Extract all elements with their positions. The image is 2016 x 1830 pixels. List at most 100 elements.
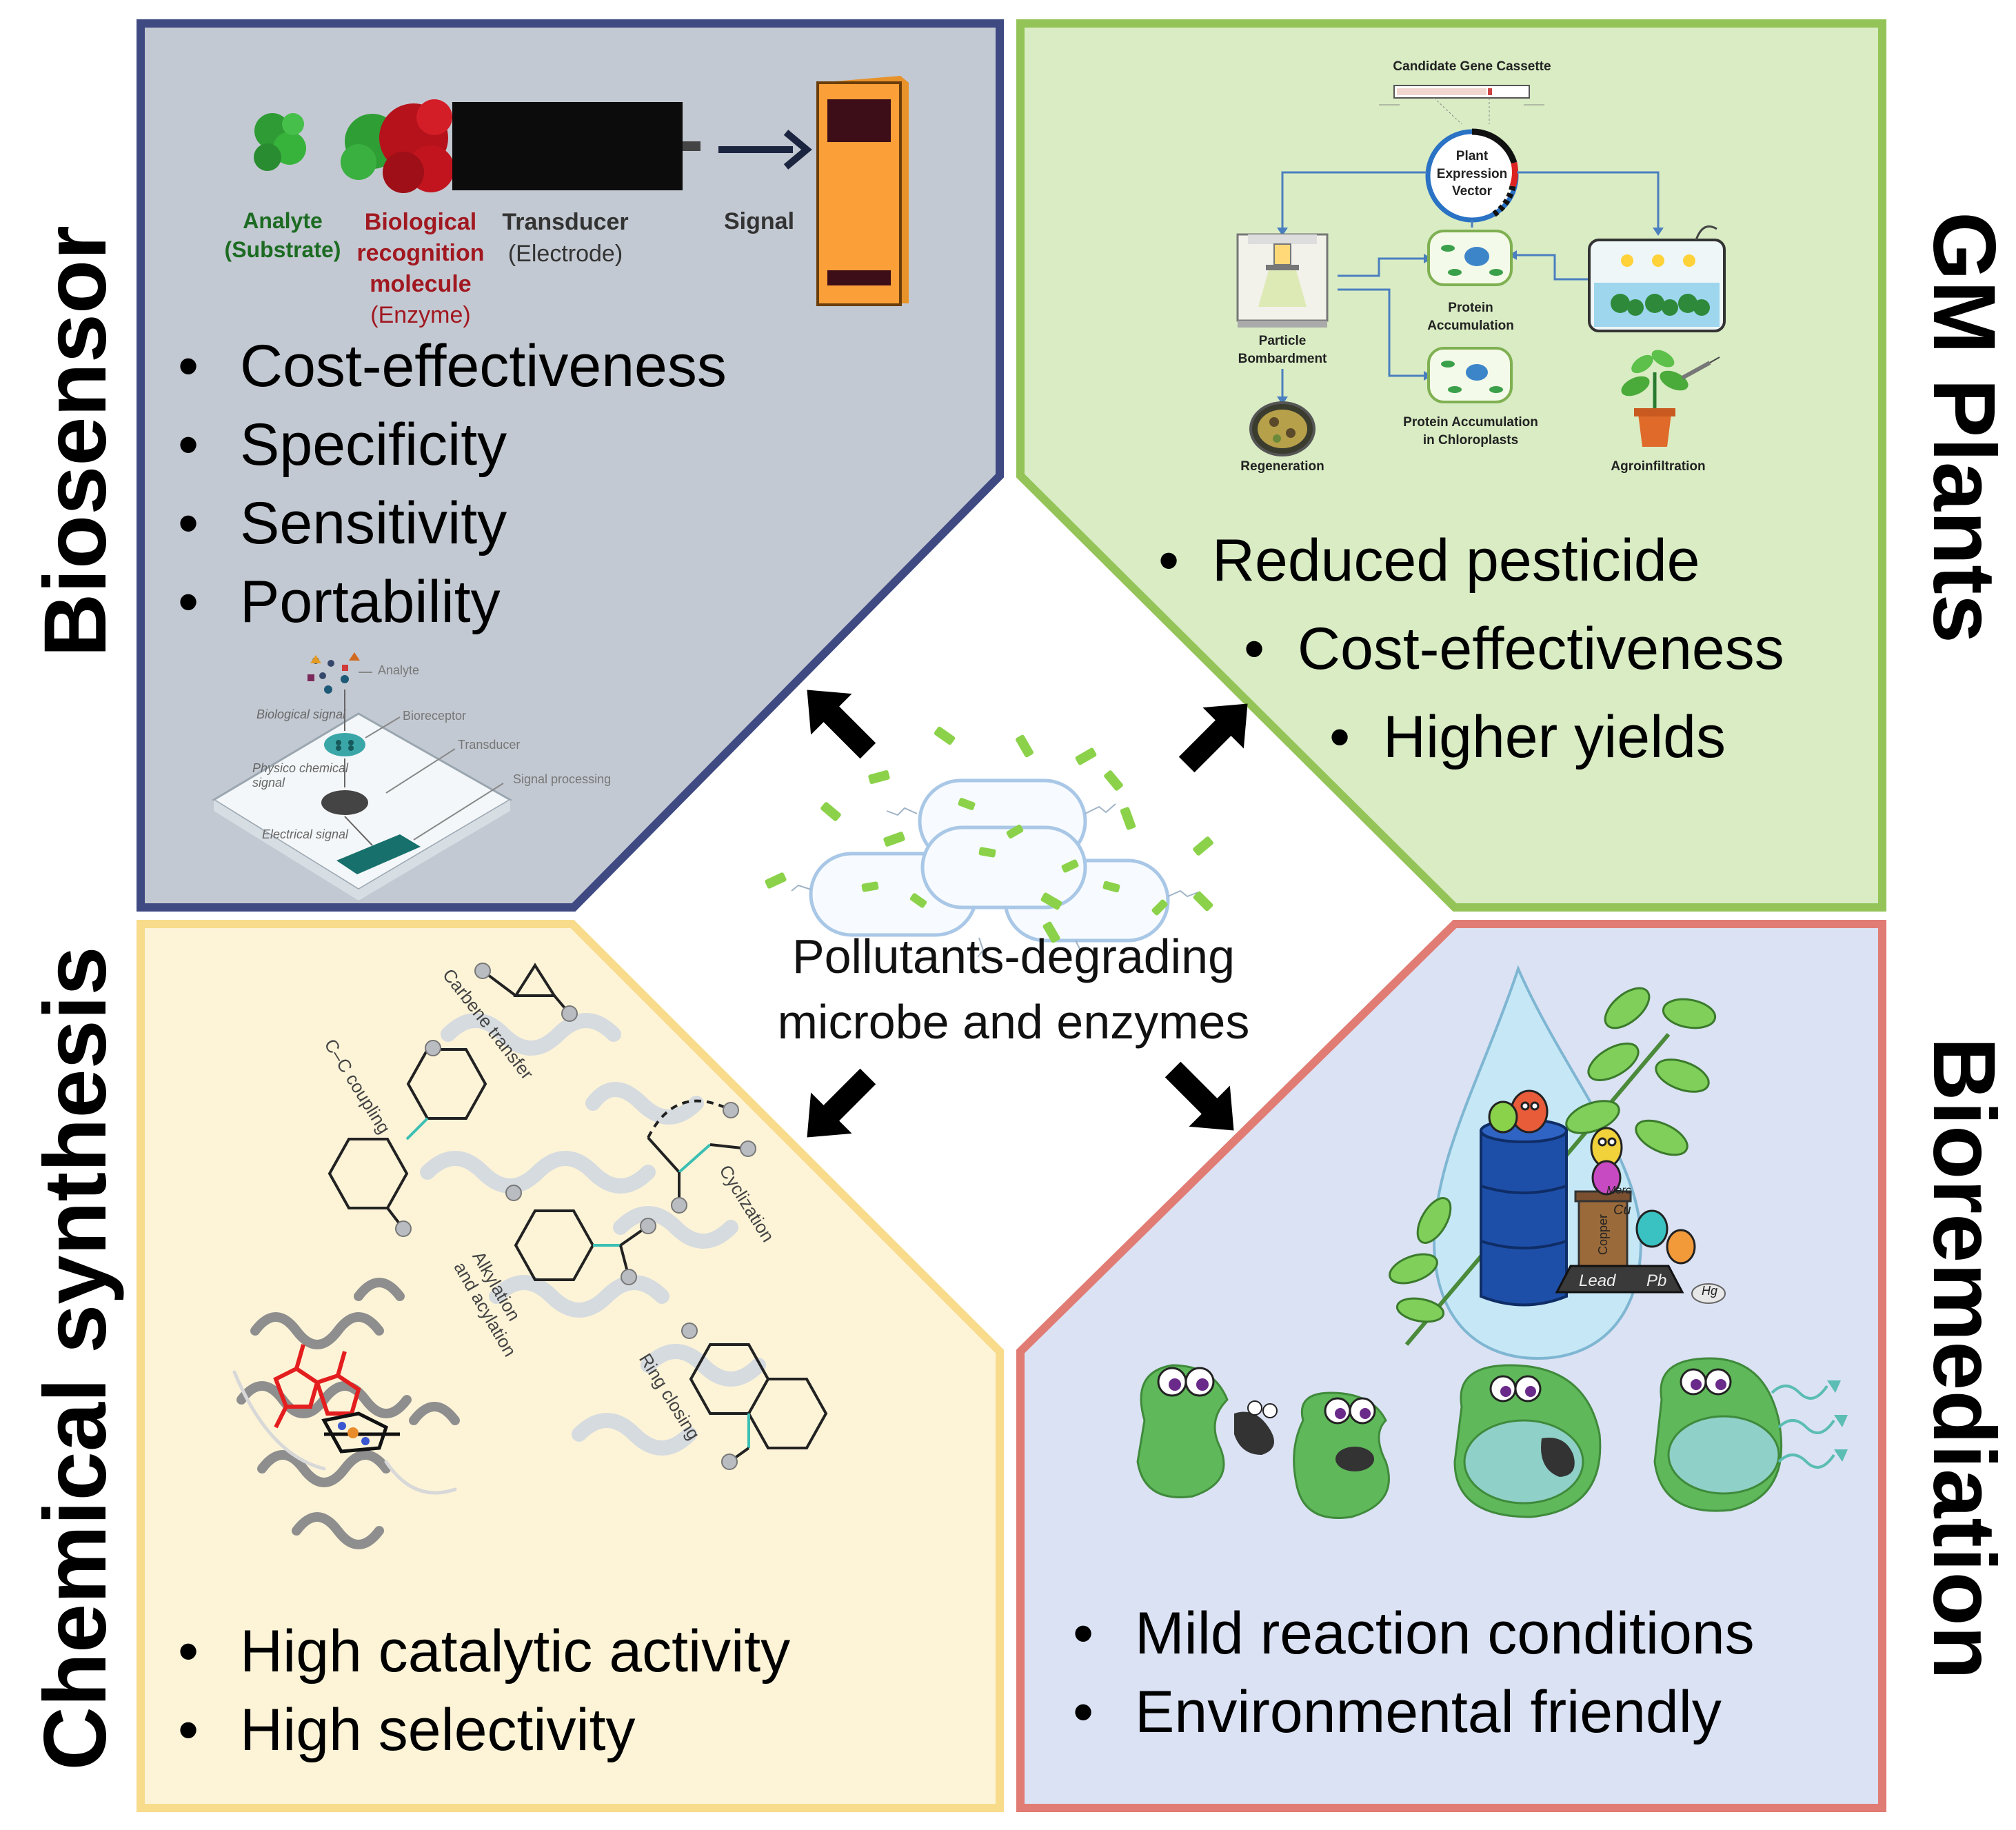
diagram-signal-processing: Signal processing	[513, 772, 612, 786]
chloro-text-2: in Chloroplasts	[1422, 432, 1519, 448]
metal-label-lead: Lead	[1579, 1271, 1616, 1290]
arrow-to-chemical-synthesis	[807, 1068, 876, 1138]
bullet-item: High catalytic activity	[178, 1622, 790, 1681]
gm-regeneration-label: Regeneration	[1240, 459, 1324, 474]
enzyme-text: (Enzyme)	[370, 301, 471, 328]
diagram-transducer: Transducer	[458, 738, 521, 752]
protein-text-1: Protein	[1448, 301, 1493, 315]
center-line-2: microbe and enzymes	[777, 994, 1250, 1049]
metal-label-hg: Hg	[1702, 1284, 1718, 1298]
oil-barrel	[1480, 1118, 1568, 1307]
center-green-rods	[765, 726, 1213, 943]
bullet-dot: •	[1244, 616, 1298, 682]
title-biosensor: Biosensor	[26, 225, 125, 657]
agro-tank	[1588, 225, 1726, 332]
enzyme-blob	[341, 99, 454, 193]
bullet-item: Portability	[178, 572, 727, 632]
particle-text-1: Particle	[1258, 334, 1307, 348]
gm-particle-label: Particle Bombardment	[1227, 332, 1338, 368]
label-signal: Signal	[724, 208, 795, 234]
center-line-1: Pollutants-degrading	[792, 929, 1236, 983]
metal-label-cu: Cu	[1613, 1203, 1631, 1218]
arrow-to-bioremediation	[1165, 1061, 1234, 1131]
degradation-stage-4	[1653, 1357, 1848, 1512]
diagram-biological-signal: Biological signal	[256, 707, 346, 721]
gm-candidate-label: Candidate Gene Cassette	[1393, 59, 1551, 74]
protein-cell-2	[1427, 347, 1513, 403]
bullet-item: • Cost-effectiveness	[1244, 615, 1784, 683]
biosensor-bullets: Cost-effectiveness Specificity Sensitivi…	[178, 336, 727, 632]
gm-flow-arrows	[1281, 171, 1660, 396]
label-biological-recognition: Biological recognition molecule (Enzyme)	[345, 207, 496, 331]
chemical-panel	[137, 920, 1004, 1812]
physico-text-2: signal	[252, 775, 285, 790]
diagram-analyte: Analyte	[378, 663, 420, 677]
chem-structures	[327, 963, 828, 1463]
label-transducer: Transducer (Electrode)	[496, 207, 634, 270]
center-caption: Pollutants-degrading microbe and enzymes	[731, 924, 1296, 1054]
bullet-item: Mild reaction conditions	[1073, 1604, 1755, 1663]
cartoon-microbes-on-barrel	[1488, 1089, 1696, 1265]
diagram-electrical-signal: Electrical signal	[262, 827, 349, 841]
diagram-physico: Physico chemical signal	[252, 761, 348, 790]
signal-device	[816, 76, 909, 306]
protein-text-2: Accumulation	[1427, 318, 1514, 333]
title-chemical-synthesis: Chemical synthesis	[26, 946, 125, 1771]
diagram-bioreceptor: Bioreceptor	[403, 709, 467, 723]
bullet-dot: •	[1329, 704, 1383, 770]
vector-text-3: Vector	[1451, 184, 1493, 199]
transducer-text: Transducer	[502, 209, 629, 235]
metal-label-pb: Pb	[1646, 1271, 1667, 1290]
title-gm-plants: GM Plants	[1915, 212, 2013, 643]
bullet-item: Environmental friendly	[1073, 1682, 1755, 1742]
chem-grey-atoms	[395, 963, 756, 1470]
physico-text-1: Physico chemical	[252, 761, 349, 775]
arrow-to-biosensor	[807, 690, 876, 759]
bullet-item: Sensitivity	[178, 494, 727, 553]
bullet-item: Cost-effectiveness	[178, 336, 727, 396]
metal-label-copper: Copper	[1596, 1214, 1611, 1256]
gm-protein-label: Protein Accumulation	[1420, 299, 1521, 334]
metal-blocks	[1555, 1190, 1726, 1304]
bio-text-3: molecule	[370, 270, 472, 297]
label-analyte: Analyte (Substrate)	[207, 207, 359, 264]
center-microbes	[809, 778, 1170, 943]
title-bioremediation: Bioremediation	[1915, 1037, 2013, 1680]
regeneration-dish	[1249, 401, 1316, 456]
substrate-text: (Substrate)	[224, 237, 341, 262]
degradation-stage-2	[1293, 1391, 1390, 1519]
bullet-text: Reduced pesticide	[1211, 527, 1700, 594]
bullet-dot: •	[1158, 527, 1212, 594]
metal-label-merc: Merc	[1606, 1185, 1631, 1196]
bio-text-1: Biological	[364, 209, 477, 235]
chemical-bullets: High catalytic activity High selectivity	[178, 1622, 790, 1760]
transducer-electrode	[452, 102, 683, 190]
potted-plant	[1621, 350, 1720, 447]
bullet-item: Specificity	[178, 415, 727, 474]
bullet-item: • Higher yields	[1329, 703, 1726, 772]
vector-text-1: Plant	[1455, 149, 1489, 163]
gene-cassette	[1379, 85, 1544, 125]
particle-text-2: Bombardment	[1238, 351, 1327, 366]
electrode-text: (Electrode)	[507, 240, 623, 267]
particle-gun	[1236, 233, 1329, 328]
degradation-stage-1	[1136, 1364, 1278, 1498]
bio-text-2: recognition	[356, 239, 485, 266]
bullet-item: • Reduced pesticide	[1158, 527, 1700, 595]
bullet-item: High selectivity	[178, 1700, 790, 1760]
chloro-text-1: Protein Accumulation	[1403, 415, 1538, 430]
protein-cell-1	[1427, 230, 1513, 286]
arrow-to-gm-plants	[1178, 703, 1248, 773]
gm-agro-label: Agroinfiltration	[1611, 459, 1706, 474]
center-microbe-pili	[791, 803, 1199, 958]
gm-vector-label: Plant Expression Vector	[1431, 148, 1513, 201]
gm-chloroplast-label: Protein Accumulation in Chloroplasts	[1386, 414, 1555, 449]
analyte-text: Analyte	[243, 208, 323, 233]
signal-arrow	[718, 130, 812, 170]
degradation-stage-3	[1453, 1364, 1602, 1518]
bullet-text: Higher yields	[1382, 704, 1726, 770]
expression-vector	[1425, 128, 1519, 223]
protein-structure-model	[232, 1278, 460, 1549]
